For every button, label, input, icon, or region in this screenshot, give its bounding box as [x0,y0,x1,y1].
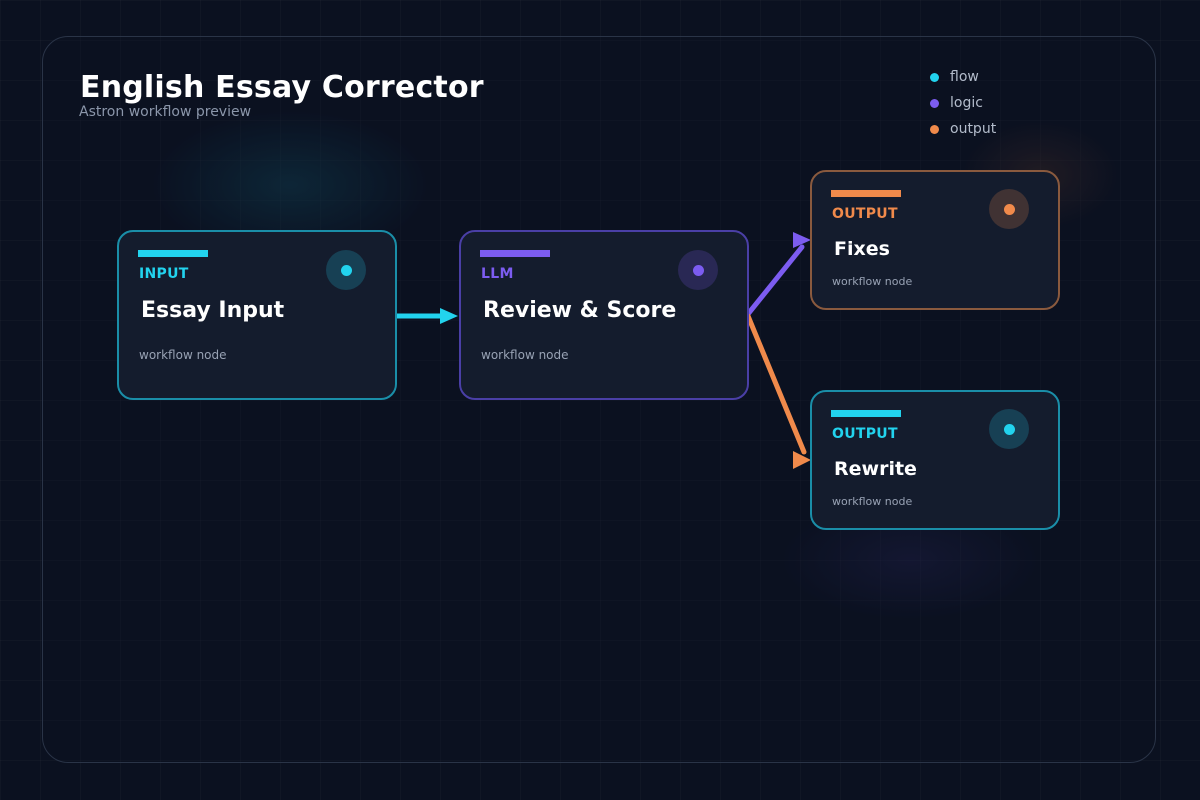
node-description: workflow node [832,275,913,288]
logic-dot-icon [692,264,704,276]
node-accent-bar [480,250,550,257]
output-dot-icon [1003,203,1015,215]
arrowhead-icon [440,308,458,324]
node-title: Rewrite [834,458,917,480]
node-type-label: OUTPUT [832,426,898,442]
edge-input-to-review[interactable] [394,308,458,324]
legend-label: output [950,121,997,137]
edge-review-to-rewrite[interactable] [745,313,811,469]
node-accent-bar [138,250,208,257]
node-title: Fixes [834,238,890,260]
node-accent-bar [831,410,901,417]
node-type-label: INPUT [139,266,189,282]
output-dot-icon [930,124,939,134]
edge-line [745,244,805,317]
legend-item-flow: flow [930,64,996,90]
node-description: workflow node [139,348,227,362]
node-type-label: OUTPUT [832,206,898,222]
node-review-score[interactable]: LLM Review & Score workflow node [459,230,749,400]
node-fixes[interactable]: OUTPUT Fixes workflow node [810,170,1060,310]
flow-dot-icon [340,264,352,276]
arrowhead-icon [793,451,811,469]
node-status-badge [989,409,1029,449]
node-accent-bar [831,190,901,197]
edge-line [745,313,807,455]
flow-dot-icon [1003,423,1015,435]
node-status-badge [326,250,366,290]
node-title: Essay Input [141,298,285,323]
flow-dot-icon [930,72,939,82]
node-type-label: LLM [481,266,514,282]
legend-item-logic: logic [930,90,996,116]
node-essay-input[interactable]: INPUT Essay Input workflow node [117,230,397,400]
node-rewrite[interactable]: OUTPUT Rewrite workflow node [810,390,1060,530]
legend-label: flow [950,69,979,85]
page-title: English Essay Corrector [80,70,484,105]
legend-label: logic [950,95,983,111]
arrowhead-icon [793,232,811,248]
page-subtitle: Astron workflow preview [79,104,252,120]
logic-dot-icon [930,98,939,108]
node-description: workflow node [481,348,569,362]
node-status-badge [989,189,1029,229]
node-status-badge [678,250,718,290]
edge-review-to-fixes[interactable] [745,232,811,317]
node-title: Review & Score [483,298,677,323]
legend-item-output: output [930,116,996,142]
node-description: workflow node [832,495,913,508]
legend: flow logic output [930,64,996,142]
